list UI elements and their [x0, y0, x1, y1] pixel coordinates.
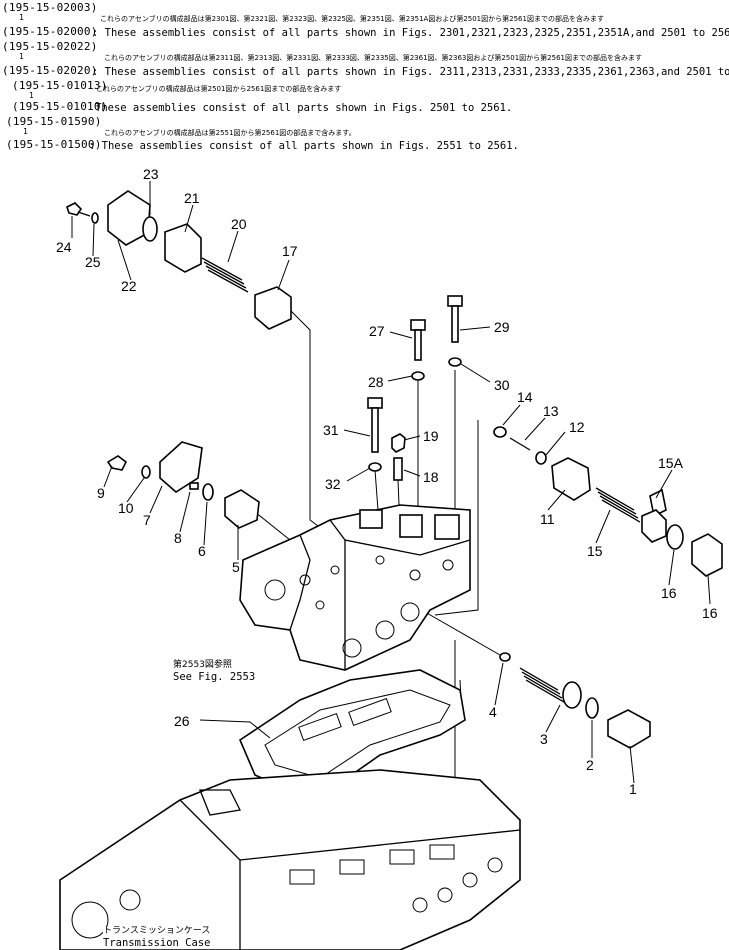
callout-22: 21	[184, 190, 200, 206]
fig-ref-en: See Fig. 2553	[173, 671, 256, 683]
callout-26: 25	[85, 254, 101, 270]
en-note-2: : These assemblies consist of all parts …	[92, 66, 729, 78]
callout-11: 11	[540, 511, 555, 527]
part-code-2: (195-15-02000)	[2, 25, 98, 38]
callout-19: 18	[423, 469, 439, 485]
callout-23: 22	[121, 278, 137, 294]
callout-30: 29	[494, 319, 510, 335]
callout-leaders	[71, 181, 711, 784]
callout-29: 28	[368, 374, 384, 390]
callout-18: 17	[282, 243, 298, 259]
callout-5: 5	[232, 559, 240, 575]
bracket-mark: 1	[29, 91, 35, 100]
callout-13: 13	[543, 403, 559, 419]
callout-12: 12	[569, 419, 585, 435]
upper-left-parts	[66, 190, 292, 330]
callout-7: 7	[143, 512, 151, 528]
callout-15A: 15A	[658, 455, 683, 471]
jp-note-1: これらのアセンブリの構成部品は第2301図、第2321図、第2323図、第232…	[100, 15, 604, 23]
callout-2: 2	[586, 757, 594, 773]
callout-10: 10	[118, 500, 134, 516]
part-code-1: (195-15-02003)	[2, 1, 98, 14]
callout-1: 1	[629, 781, 637, 797]
callout-17: 16	[661, 585, 677, 601]
case-ref-jp: トランスミッションケース	[103, 926, 211, 936]
bracket-mark: 1	[23, 127, 29, 136]
part-code-3: (195-15-02022)	[2, 40, 98, 53]
bracket-mark: 1	[19, 13, 25, 22]
callout-20: 19	[423, 428, 439, 444]
callout-31: 30	[494, 377, 510, 393]
callout-14: 14	[517, 389, 533, 405]
valve-body	[239, 504, 471, 671]
jp-note-4: これらのアセンブリの構成部品は第2551図から第2561図の部品まで含みます。	[104, 129, 356, 137]
callout-33: 32	[325, 476, 341, 492]
callout-24: 23	[143, 166, 159, 182]
callout-28: 27	[369, 323, 385, 339]
callout-9: 9	[97, 485, 105, 501]
jp-note-3: これらのアセンブリの構成部品は第2501図から2561図までの部品を含みます	[96, 85, 342, 93]
bolts	[367, 295, 463, 481]
jp-note-2: これらのアセンブリの構成部品は第2311図、第2313図、第2331図、第233…	[104, 54, 642, 62]
en-note-3: These assemblies consist of all parts sh…	[95, 102, 513, 114]
part-code-8: (195-15-01500)	[6, 138, 102, 151]
lower-right-parts	[499, 652, 651, 749]
callout-15: 15	[587, 543, 603, 559]
bracket-mark: 1	[19, 52, 25, 61]
callout-4: 4	[489, 704, 497, 720]
left-parts	[106, 441, 260, 529]
case-ref-en: Transmission Case	[103, 937, 211, 949]
right-parts	[493, 426, 723, 577]
part-code-6: (195-15-01010)	[12, 100, 108, 113]
part-code-4: (195-15-02020)	[2, 64, 98, 77]
en-note-4: : These assemblies consist of all parts …	[89, 140, 519, 152]
callout-6: 6	[198, 543, 206, 559]
callout-16: 16	[702, 605, 718, 621]
callout-21: 20	[231, 216, 247, 232]
fig-ref-jp: 第2553図参照	[173, 660, 232, 670]
callout-32: 31	[323, 422, 339, 438]
part-code-7: (195-15-01590)	[6, 115, 102, 128]
callout-25: 24	[56, 239, 72, 255]
part-code-5: (195-15-01013)	[12, 79, 108, 92]
callout-27: 26	[174, 713, 190, 729]
callout-3: 3	[540, 731, 548, 747]
transmission-case	[59, 769, 521, 950]
callout-8: 8	[174, 530, 182, 546]
en-note-1: : These assemblies consist of all parts …	[92, 27, 729, 39]
